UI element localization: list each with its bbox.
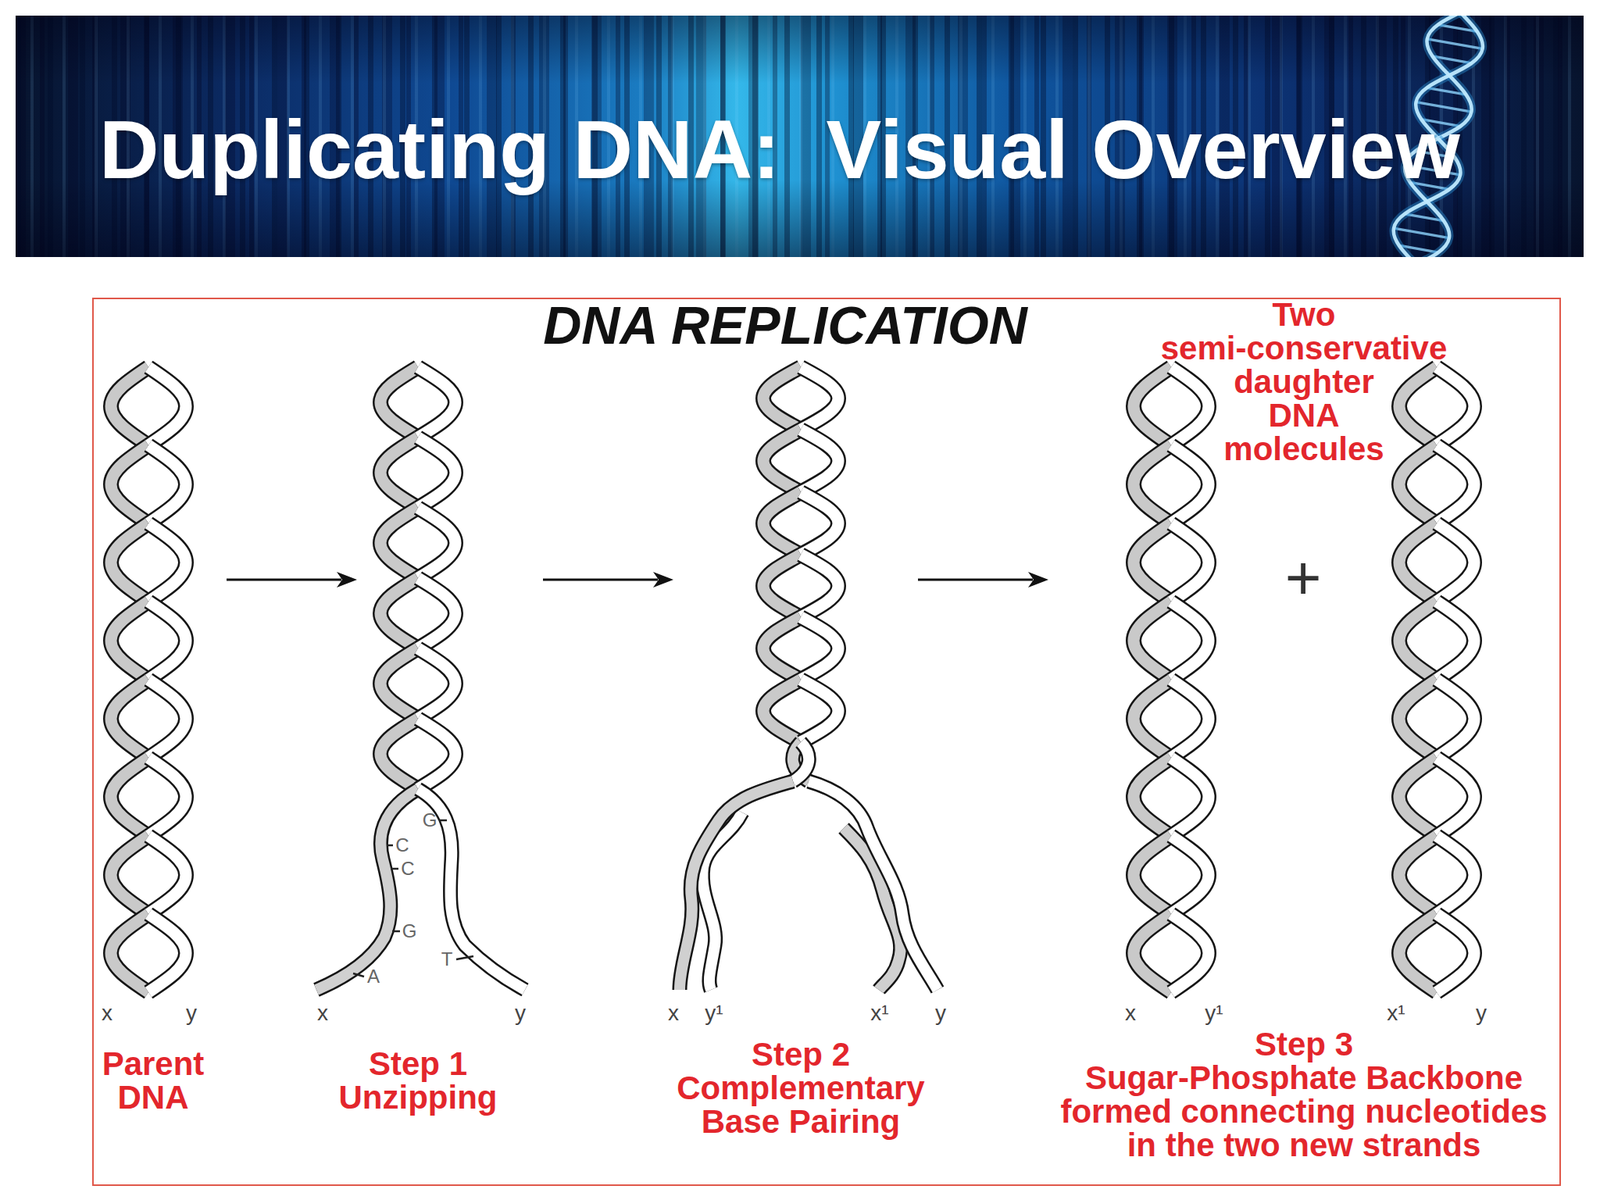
strand-label: x¹ [870,1000,889,1026]
parent-strand [792,742,809,782]
helix-turn [380,367,456,508]
helix-turn [1133,367,1209,524]
parent-strand [316,789,418,990]
helix-turn [110,679,186,836]
figure-heading: DNA REPLICATION [472,295,1098,355]
plus-sign: + [1285,546,1322,610]
strand-label: y [185,1000,197,1026]
pairing-stage: Step 2Complementary Base Pairing [673,312,918,1172]
helix-turn [380,648,456,790]
strand-label: x [101,1000,113,1026]
arrow-shaft [917,578,1033,582]
parent-strand [792,742,809,782]
process-arrow [917,571,1049,588]
base-letter: G [422,809,438,832]
parent-strand [417,789,525,990]
helix-turn [380,507,456,649]
helix-turn [1399,679,1475,836]
helix-turn [1133,679,1209,836]
base-stub [390,867,399,871]
base-letter: C [395,834,409,857]
helix-turn [1133,835,1209,993]
base-letter: T [441,948,454,971]
title-banner: Duplicating DNA: Visual Overview [15,15,1584,258]
strand-outline [417,789,525,990]
figure-frame: DNA REPLICATION Parent DNA Step 1Unzipping… [92,297,1561,1186]
helix-turn [763,492,839,618]
strand-label: y¹ [1204,1000,1223,1026]
helix-turn [110,523,186,680]
step-number: Step 3 [1186,1027,1422,1061]
step-number: Step 2 [707,1037,895,1072]
strand-label: x¹ [1386,1000,1405,1026]
arrow-head [653,571,674,588]
parent-stage: Parent DNA [92,312,227,1172]
base-stub [392,930,400,933]
helix-turn [1133,523,1209,680]
parent-strand [679,781,793,990]
process-arrow [542,571,674,588]
helix-turn [1399,367,1475,524]
arrow-shaft [226,578,342,582]
base-letter: C [400,857,415,880]
replication-fork [679,742,938,990]
strand-label: x [1125,1000,1136,1026]
daughter-helix [1133,367,1209,993]
base-letter: A [367,965,380,988]
base-stub [386,844,393,847]
step-caption: Unzipping [300,1080,536,1115]
helix-turn [1399,523,1475,680]
separated-strands [316,789,525,990]
step-caption: Sugar-Phosphate Backbone formed connecti… [1052,1060,1557,1162]
helix-turn [763,367,839,493]
step-caption: Complementary Base Pairing [667,1071,934,1139]
strand-label: y [935,1000,947,1026]
helix-turn [763,617,839,743]
strand-label: y [514,1000,526,1026]
helix-turn [110,835,186,993]
strand-outline [792,742,809,782]
helix-turn [1399,835,1475,993]
process-arrow [226,571,358,588]
strand-label: y [1475,1000,1487,1026]
pairing-helix [763,367,839,743]
parent-strand [808,781,938,990]
unzip-stage: Step 1Unzipping [357,312,543,1172]
unzipping-helix [380,367,456,790]
strand-label: x [317,1000,329,1026]
strand-outline [679,781,793,990]
base-stub [456,956,474,960]
strand-outline [808,781,938,990]
base-stub [439,819,447,822]
step-number: Step 1 [324,1046,512,1081]
helix-turn [110,367,186,524]
base-stub [353,973,365,977]
arrow-head [336,571,358,588]
arrow-shaft [542,578,658,582]
daughter-note: Two semi-conservative daughter DNA molec… [1147,297,1461,466]
stage-caption: Parent DNA [75,1046,232,1115]
slide-title: Duplicating DNA: Visual Overview [99,102,1461,197]
strand-label: y¹ [704,1000,723,1026]
strand-label: x [667,1000,679,1026]
base-letter: G [402,920,418,943]
arrow-head [1028,571,1049,588]
parent-helix [110,367,186,993]
strand-outline [792,742,809,782]
daughter-helix [1399,367,1475,993]
daughter-stage: Two semi-conservative daughter DNA molec… [1048,304,1555,1172]
strand-outline [316,789,418,990]
